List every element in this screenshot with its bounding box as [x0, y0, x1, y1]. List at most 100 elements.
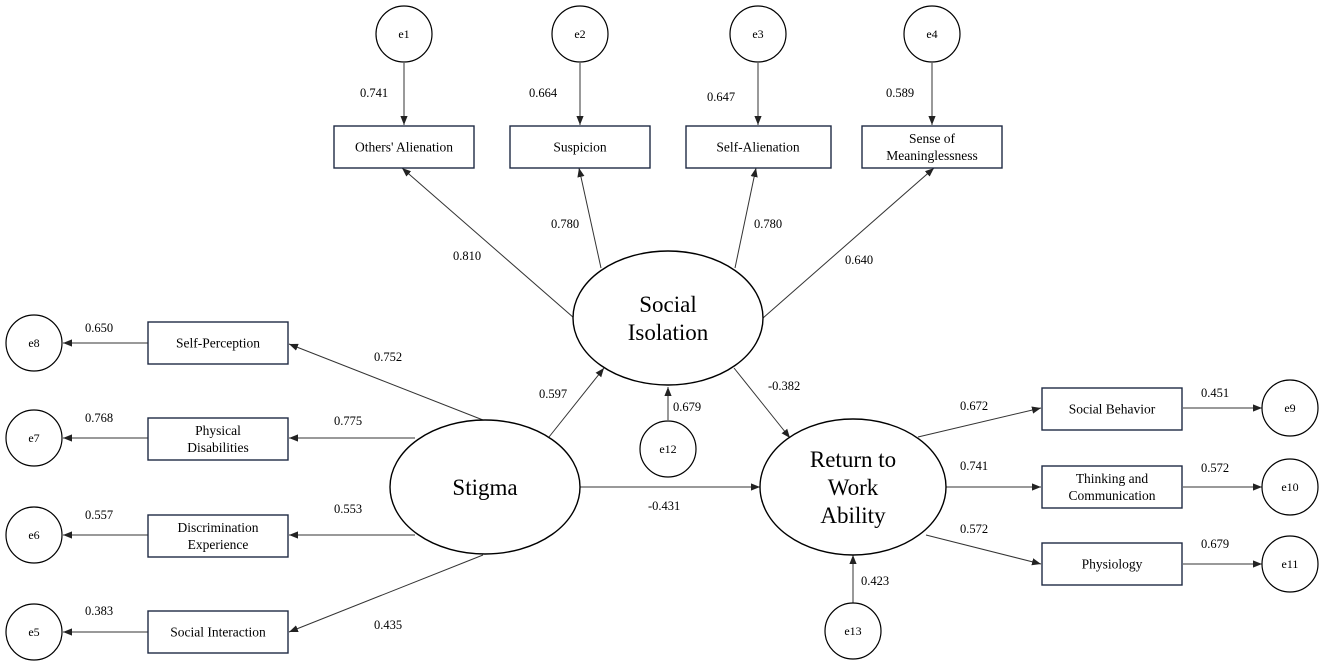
coef-selfperc-e8: 0.650: [85, 321, 113, 335]
svg-text:e10: e10: [1281, 480, 1298, 494]
label-line: Disabilities: [187, 440, 249, 455]
coef-si-others: 0.810: [453, 249, 481, 263]
label-line: Social: [639, 292, 697, 317]
path-si-suspicion: [577, 167, 602, 269]
coef-si-rtw: -0.382: [768, 379, 800, 393]
svg-text:e7: e7: [28, 431, 39, 445]
error-e7: e7: [5, 409, 63, 467]
path-stigma-social-isolation: [548, 367, 605, 438]
label-line: Experience: [188, 537, 249, 552]
coef-rtw-socbeh: 0.672: [960, 399, 988, 413]
svg-text:e12: e12: [659, 442, 676, 456]
error-e3: e3: [729, 5, 787, 63]
coef-rtw-physio: 0.572: [960, 522, 988, 536]
coef-e3-selfalien: 0.647: [707, 90, 735, 104]
label-line: Others' Alienation: [355, 140, 453, 155]
label-line: Meaninglessness: [886, 148, 978, 163]
svg-text:e9: e9: [1284, 401, 1295, 415]
error-e11: e11: [1261, 535, 1319, 593]
path-social-isolation-rtw: [733, 367, 791, 439]
paths: [63, 63, 1262, 636]
path-stigma-social-interaction: [288, 554, 484, 633]
box-self-alienation: Self-Alienation: [685, 125, 832, 169]
box-social-behavior: Social Behavior: [1041, 387, 1183, 431]
error-e9: e9: [1261, 379, 1319, 437]
svg-text:Others' Alienation: Others' Alienation: [355, 140, 453, 155]
box-social-interaction: Social Interaction: [147, 610, 289, 654]
svg-text:Social Interaction: Social Interaction: [170, 625, 266, 640]
svg-text:e2: e2: [574, 27, 585, 41]
label-line: Ability: [820, 503, 886, 528]
error-e10: e10: [1261, 458, 1319, 516]
coef-stigma-selfperc: 0.752: [374, 350, 402, 364]
svg-text:Self-Alienation: Self-Alienation: [716, 140, 799, 155]
label-line: Work: [828, 475, 879, 500]
coef-socbeh-e9: 0.451: [1201, 386, 1229, 400]
label-line: Physiology: [1082, 557, 1143, 572]
path-rtw-physiology: [925, 534, 1042, 566]
coef-stigma-si: 0.597: [539, 387, 567, 401]
svg-text:Physiology: Physiology: [1082, 557, 1143, 572]
label-line: Discrimination: [178, 520, 259, 535]
path-si-others-alienation: [401, 167, 575, 319]
path-rtw-social-behavior: [917, 406, 1042, 438]
box-suspicion: Suspicion: [509, 125, 651, 169]
error-e6: e6: [5, 506, 63, 564]
coef-physdis-e7: 0.768: [85, 411, 113, 425]
coef-stigma-socint: 0.435: [374, 618, 402, 632]
path-si-self-alienation: [734, 167, 758, 269]
label-line: Social Interaction: [170, 625, 266, 640]
box-sense-of-meaninglessness: Sense of Meaninglessness: [861, 125, 1003, 169]
svg-text:e6: e6: [28, 528, 39, 542]
latent-stigma: Stigma: [389, 419, 581, 555]
svg-text:Social Behavior: Social Behavior: [1069, 402, 1156, 417]
error-e5: e5: [5, 603, 63, 661]
error-e13: e13: [824, 602, 882, 660]
label-line: Communication: [1069, 488, 1156, 503]
coef-stigma-discrim: 0.553: [334, 502, 362, 516]
label-line: Self-Alienation: [716, 140, 799, 155]
label-line: Return to: [810, 447, 896, 472]
svg-text:e13: e13: [844, 624, 861, 638]
label-line: Stigma: [452, 475, 517, 500]
coef-e1-others: 0.741: [360, 86, 388, 100]
svg-text:e1: e1: [398, 27, 409, 41]
label-line: Social Behavior: [1069, 402, 1156, 417]
path-si-meaninglessness: [762, 167, 935, 319]
error-e1: e1: [375, 5, 433, 63]
error-e8: e8: [5, 314, 63, 372]
svg-text:e3: e3: [752, 27, 763, 41]
label-line: Thinking and: [1076, 471, 1149, 486]
coef-e12-si: 0.679: [673, 400, 701, 414]
coef-si-suspicion: 0.780: [551, 217, 579, 231]
svg-text:Stigma: Stigma: [452, 475, 517, 500]
svg-text:e4: e4: [926, 27, 937, 41]
box-physiology: Physiology: [1041, 542, 1183, 586]
coef-e13-rtw: 0.423: [861, 574, 889, 588]
coef-si-selfalien: 0.780: [754, 217, 782, 231]
coef-stigma-rtw: -0.431: [648, 499, 680, 513]
error-e12: e12: [639, 420, 697, 478]
label-line: Self-Perception: [176, 336, 260, 351]
error-e2: e2: [551, 5, 609, 63]
error-e4: e4: [903, 5, 961, 63]
box-others-alienation: Others' Alienation: [333, 125, 475, 169]
indicator-boxes: Others' Alienation Suspicion Self-Aliena…: [147, 125, 1183, 654]
path-coefficients: 0.741 0.664 0.647 0.589 0.810 0.780 0.78…: [85, 86, 1229, 632]
path-stigma-self-perception: [288, 343, 484, 421]
svg-text:e8: e8: [28, 336, 39, 350]
svg-text:e5: e5: [28, 625, 39, 639]
coef-socint-e5: 0.383: [85, 604, 113, 618]
svg-text:Self-Perception: Self-Perception: [176, 336, 260, 351]
label-line: Sense of: [909, 131, 956, 146]
